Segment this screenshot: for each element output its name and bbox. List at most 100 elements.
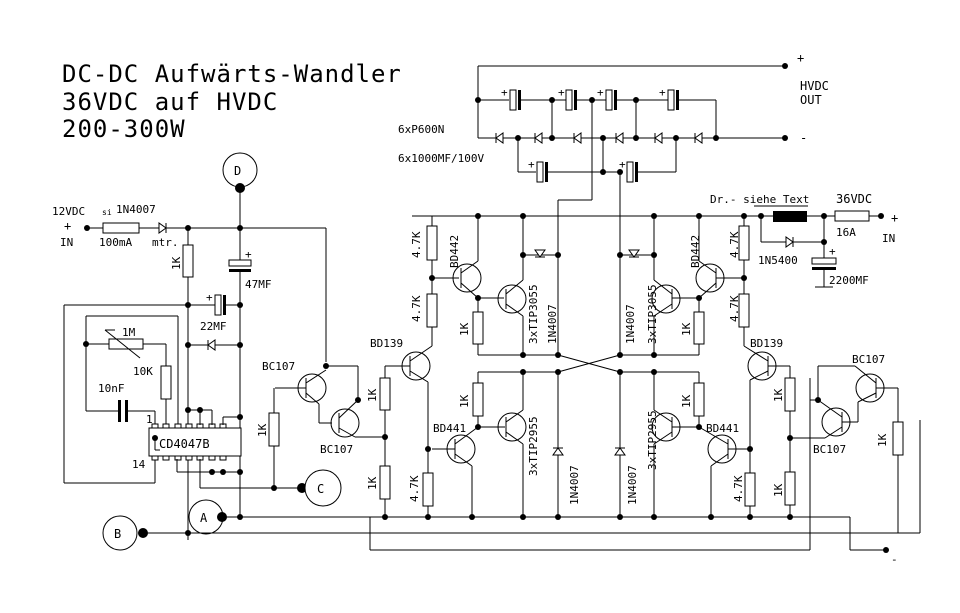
bc107-right-bottom-label: BC107 [813, 443, 846, 456]
diode-5 [654, 132, 663, 144]
left-driver: BD139 1K 1K 4.7K 4.7K BD442 1K [366, 199, 592, 520]
wire [710, 453, 729, 467]
junction-dot [600, 169, 606, 175]
junction-dot [220, 469, 226, 475]
resistor-1k-left-b-label: 1K [366, 476, 379, 490]
cross-wire-2 [557, 354, 621, 373]
bc107-left-bottom-label: BC107 [320, 443, 353, 456]
choke-label: Dr.- siehe Text [710, 193, 809, 206]
connector-b[interactable] [102, 515, 138, 551]
left-bc107-pair: BC107 BC107 1K [256, 360, 385, 488]
multiplier-diodes [495, 132, 703, 144]
wire [338, 427, 356, 438]
svg-text:+: + [619, 158, 626, 171]
voltage-multiplier: + HVDC OUT + + + + [398, 51, 829, 200]
resistor-10k-label: 10K [133, 365, 153, 378]
junction-dot [237, 514, 243, 520]
cap-10nf-label: 10nF [98, 382, 125, 395]
wire [505, 409, 524, 423]
bc107-right-top-label: BC107 [852, 353, 885, 366]
resistor-1k-right-bot-label: 1K [680, 394, 693, 408]
junction-dot [555, 514, 561, 520]
junction-dot [741, 275, 747, 281]
choke-inductor [773, 211, 807, 222]
junction-dot [520, 213, 526, 219]
diode-protect [207, 339, 216, 351]
tip3055-left-label: 3xTIP3055 [527, 284, 540, 344]
cap-47mf-plate [229, 269, 251, 272]
diode-1n4007-left-bot-label: 1N4007 [568, 465, 581, 505]
junction-dot [382, 514, 388, 520]
multiplier-cap-5: + [528, 158, 548, 183]
cap-22mf [214, 294, 222, 316]
svg-text:+: + [528, 158, 535, 171]
resistor-4k7-right-c-label: 4.7K [732, 475, 745, 502]
hvdc-plus-terminal[interactable] [782, 63, 788, 69]
ic-pin-bottom-6 [208, 455, 216, 461]
wire [454, 453, 473, 467]
resistor-1k-right-b-label: 1K [772, 483, 785, 497]
junction-dot [237, 302, 243, 308]
bd441-right-label: BD441 [706, 422, 739, 435]
input-12v-in: IN [60, 236, 73, 249]
junction-dot [237, 414, 243, 420]
resistor-1k-right-a [784, 377, 796, 412]
wire [505, 431, 524, 445]
ic-cd4047b: CD4047B [148, 427, 242, 457]
cap-2200mf-plate [812, 267, 836, 270]
diode-1n4007-right-top-label: 1N4007 [624, 304, 637, 344]
diode-1n4007-left-top [534, 249, 546, 258]
diode-1n4007-right-bot [614, 447, 626, 456]
bd441-left-label: BD441 [433, 422, 466, 435]
input-36v-terminal[interactable] [878, 213, 884, 219]
pot-1m-label: 1M [122, 326, 136, 339]
potentiometer-1m[interactable] [108, 338, 144, 350]
resistor-4k7-right-a-label: 4.7K [728, 231, 741, 258]
minus-terminal-label: - [891, 553, 898, 566]
resistor-4k7-left-c [422, 472, 434, 507]
junction-dot [185, 302, 191, 308]
connector-c[interactable] [304, 469, 342, 507]
junction-dot [617, 514, 623, 520]
ic-pin-bottom-1 [151, 455, 159, 461]
input-12v: 12VDC si 1N4007 + IN 100mA mtr. D 1K + 4… [52, 152, 921, 566]
fuse-16a-label: 16A [836, 226, 856, 239]
cap-plus-mark: + [206, 291, 213, 304]
pin-14-label: 14 [132, 458, 146, 471]
svg-text:+: + [659, 86, 666, 99]
junction-dot [747, 514, 753, 520]
junction-dot [185, 407, 191, 413]
junction-dot [425, 446, 431, 452]
connector-b-label: B [114, 527, 121, 541]
hvdc-minus-terminal[interactable] [782, 135, 788, 141]
wire [305, 369, 327, 384]
cap-22mf-plate [223, 295, 226, 315]
ic-pin-top-3 [174, 423, 182, 429]
connector-a-label: A [200, 511, 208, 525]
wire [454, 426, 479, 445]
junction-dot [821, 239, 827, 245]
bd442-right-label: BD442 [689, 235, 702, 268]
junction-dot [237, 342, 243, 348]
input-36v: Dr.- siehe Text 36VDC + IN 16A 1N5400 + … [412, 192, 898, 288]
fuse-100ma [102, 222, 140, 234]
resistor-1k-base-left-label: 1K [256, 423, 269, 437]
cap-2200mf [811, 257, 837, 265]
minus-terminal[interactable] [883, 547, 889, 553]
cap-22mf-label: 22MF [200, 320, 227, 333]
resistor-4k7-left-b-label: 4.7K [410, 295, 423, 322]
ic-pin-bottom-2 [162, 455, 170, 461]
ic-pin-bottom-3 [174, 455, 182, 461]
diode-1n5400-label: 1N5400 [758, 254, 798, 267]
input-36v-in: IN [882, 232, 895, 245]
diode-1n4007-left-top-label: 1N4007 [546, 304, 559, 344]
ic-pin-top-4 [185, 423, 193, 429]
wire [409, 370, 429, 383]
cap-2200mf-label: 2200MF [829, 274, 869, 287]
resistor-4k7-right-b-label: 4.7K [728, 295, 741, 322]
title-block: DC-DC Aufwärts-Wandler 36VDC auf HVDC 20… [62, 60, 401, 143]
resistor-1k-base-right [892, 421, 904, 456]
cap-47mf-label: 47MF [245, 278, 272, 291]
wire [698, 260, 717, 274]
cap-10nf-plate [125, 400, 128, 422]
